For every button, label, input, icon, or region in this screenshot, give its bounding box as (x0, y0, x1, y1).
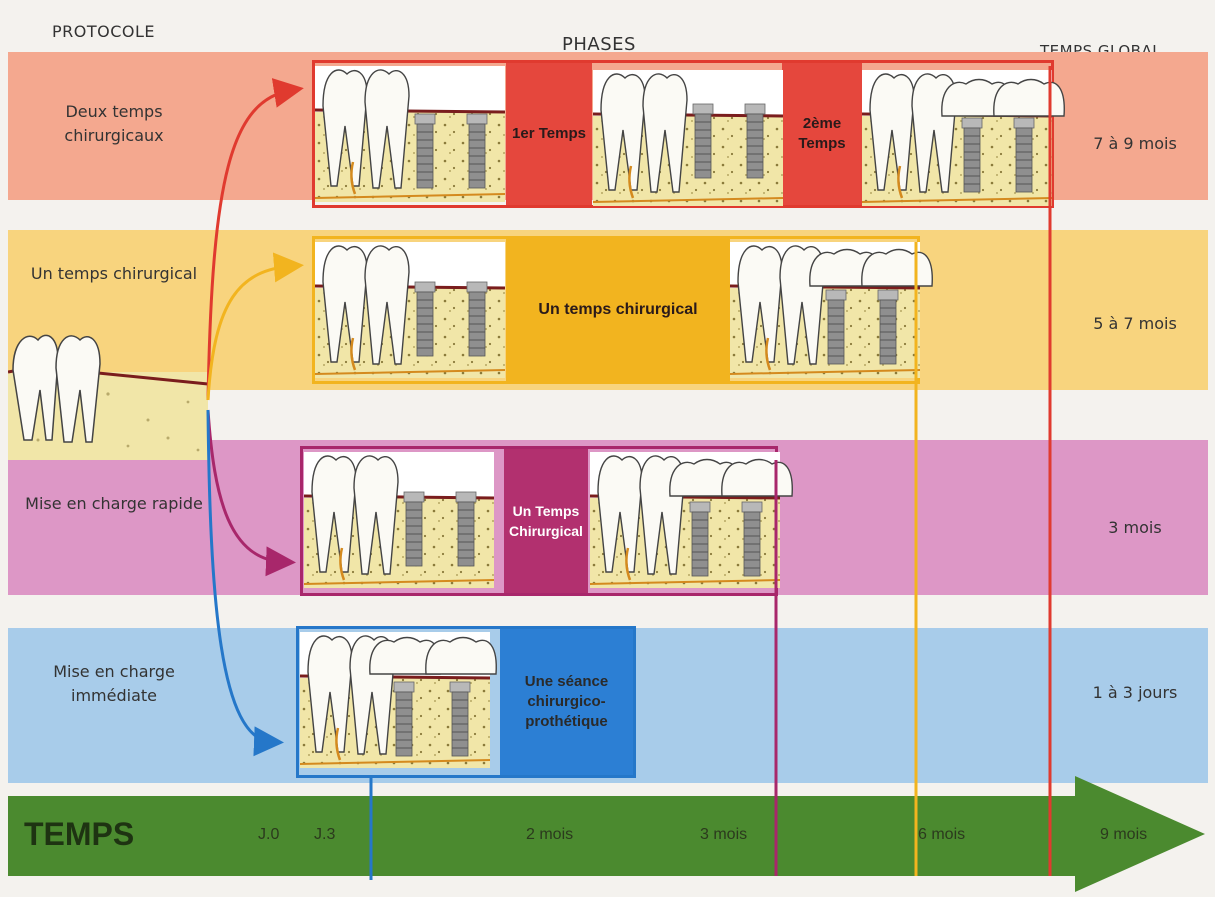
phase-label-1er-temps: 1er Temps (506, 63, 592, 205)
duration-row-2: 5 à 7 mois (1093, 314, 1177, 333)
phase-label-2eme-temps: 2ème Temps (782, 63, 862, 205)
duration-row-3: 3 mois (1108, 518, 1162, 537)
phase-label-un-temps-chirurgical: Un temps chirurgical (506, 239, 730, 381)
tick-2-mois: 2 mois (526, 826, 574, 843)
header-phases: PHASES (562, 34, 636, 55)
tick-9-mois: 9 mois (1100, 826, 1148, 843)
protocol-label-row-1: Deux temps chirurgicaux (64, 102, 164, 145)
timeline-title: TEMPS (24, 816, 135, 852)
tick-j0: J.0 (258, 826, 280, 843)
phase-label-immediate: Une séance chirurgico-prothétique (500, 629, 633, 775)
initial-bone-illustration (8, 334, 208, 460)
protocol-label-row-4: Mise en charge immédiate (53, 662, 175, 705)
header-protocole: PROTOCOLE (52, 22, 156, 41)
tick-3-mois: 3 mois (700, 826, 748, 843)
tick-j3: J.3 (314, 826, 336, 843)
timeline-arrow (8, 776, 1205, 892)
duration-row-4: 1 à 3 jours (1092, 683, 1178, 702)
tick-6-mois: 6 mois (918, 826, 966, 843)
phase-label-rapide: Un Temps Chirurgical (504, 449, 588, 593)
duration-row-1: 7 à 9 mois (1093, 134, 1177, 153)
phase-frame-deux-temps (312, 60, 1054, 208)
phase-frame-immediate (296, 626, 636, 778)
protocol-label-row-3: Mise en charge rapide (25, 494, 203, 513)
protocol-label-row-2: Un temps chirurgical (30, 264, 198, 283)
